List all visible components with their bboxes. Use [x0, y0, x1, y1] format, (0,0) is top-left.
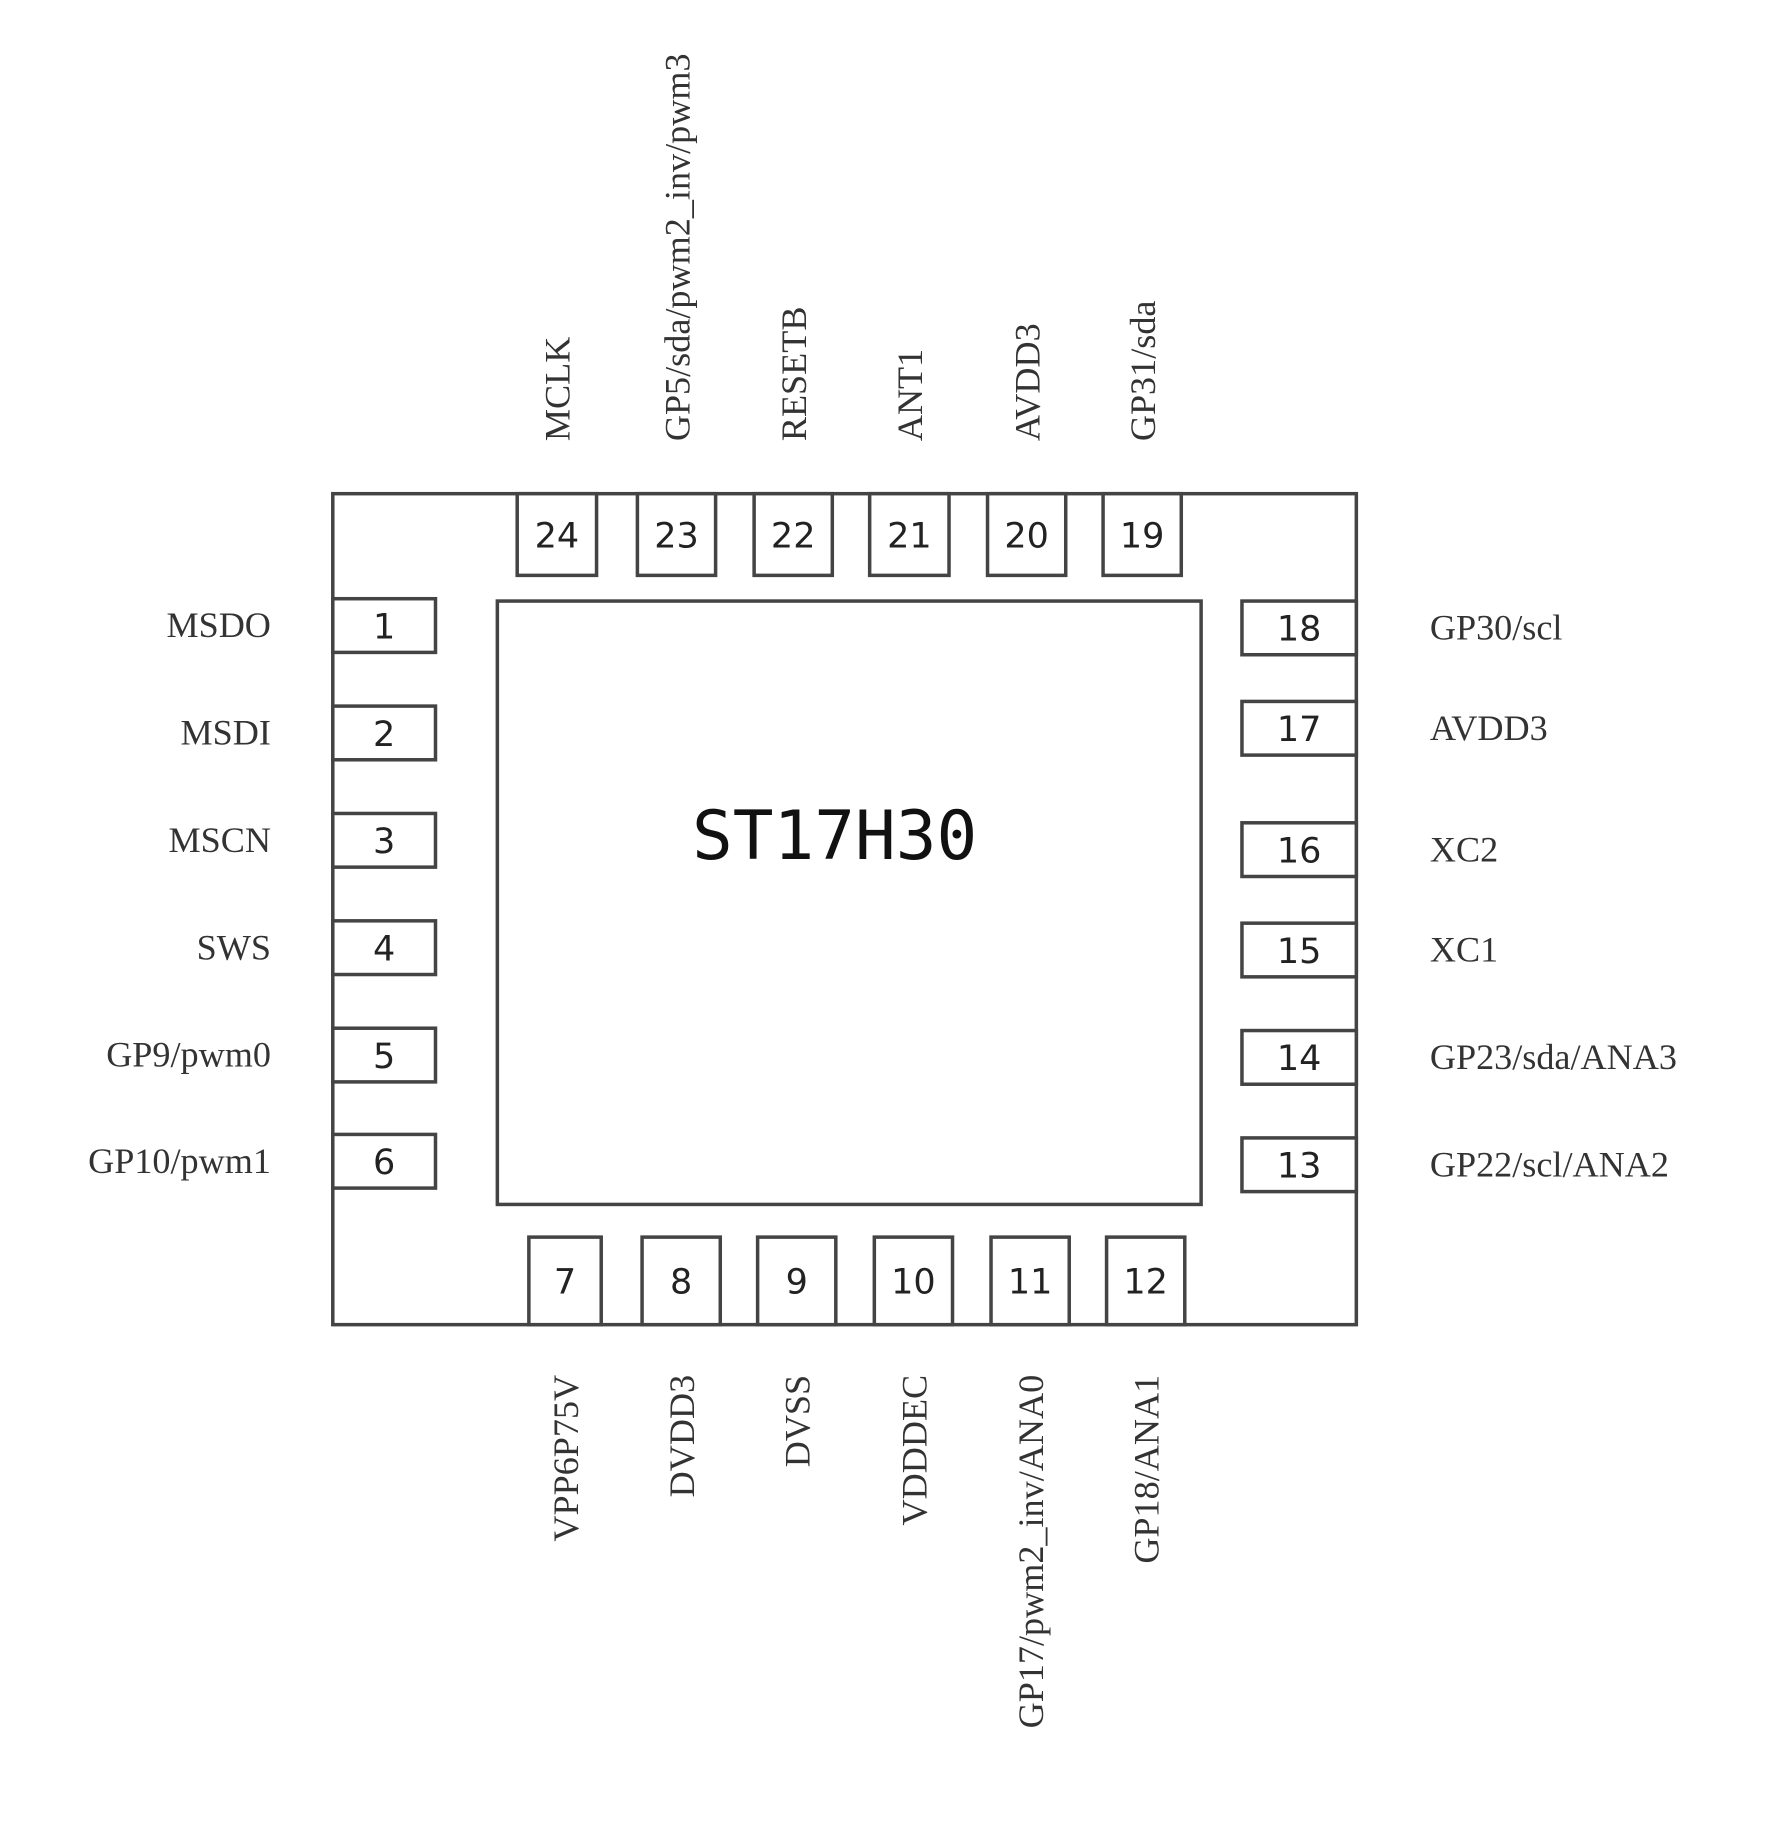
pin-10-label: VDDDEC — [894, 1375, 934, 1526]
pin-18-pad — [1240, 599, 1359, 657]
pin-5-number: 5 — [373, 1037, 395, 1077]
pin-11-label: GP17/pwm2_inv/ANA0 — [1011, 1375, 1051, 1729]
pin-6-label: GP10/pwm1 — [88, 1141, 271, 1181]
pin-16-pad — [1240, 821, 1359, 879]
pin-14-pad — [1240, 1028, 1359, 1086]
pin-23-number: 23 — [654, 516, 699, 556]
pin-14-number: 14 — [1277, 1039, 1322, 1079]
pin-22-pad — [752, 491, 835, 578]
pin-24-number: 24 — [535, 516, 580, 556]
pin-24-label: MCLK — [538, 337, 578, 441]
pin-1-number: 1 — [373, 607, 395, 647]
pin-7-label: VPP6P75V — [546, 1375, 586, 1542]
pin-21-pad — [867, 491, 951, 578]
pin-9-number: 9 — [786, 1263, 808, 1303]
pin-4-number: 4 — [373, 930, 395, 970]
pin-5-label: GP9/pwm0 — [106, 1035, 271, 1075]
pin-15-label: XC1 — [1430, 930, 1498, 970]
pin-5-pad — [331, 1026, 438, 1084]
pin-2-pad — [331, 704, 438, 762]
pin-17-pad — [1240, 699, 1359, 757]
pin-21-label: ANT1 — [890, 349, 930, 441]
pin-15-pad — [1240, 921, 1359, 979]
pin-4-label: SWS — [197, 927, 271, 967]
pin-18-label: GP30/scl — [1430, 608, 1563, 648]
pin-16-number: 16 — [1277, 831, 1322, 871]
pin-20-number: 20 — [1004, 516, 1049, 556]
pin-18-number: 18 — [1277, 610, 1322, 650]
pin-19-label: GP31/sda — [1123, 301, 1163, 442]
pins-group: 1 MSDO 2 MSDI 3 MSCN 4 SWS 5 GP9/pwm0 6 GP10/pwm1 7V… — [88, 53, 1677, 1728]
pin-23-label: GP5/sda/pwm2_inv/pwm3 — [657, 53, 697, 441]
pin-4-pad — [331, 919, 438, 977]
pin-13-pad — [1240, 1136, 1359, 1194]
pin-22-label: RESETB — [774, 307, 814, 442]
pin-11-number: 11 — [1008, 1263, 1053, 1303]
pin-8-label: DVDD3 — [662, 1375, 702, 1498]
pin-13-label: GP22/scl/ANA2 — [1430, 1144, 1669, 1184]
pin-2-label: MSDI — [181, 713, 271, 753]
pin-19-pad — [1101, 491, 1184, 578]
pin-20-pad — [985, 491, 1068, 578]
pin-14-label: GP23/sda/ANA3 — [1430, 1037, 1677, 1077]
pin-10-pad — [872, 1235, 955, 1327]
pin-7-pad — [527, 1235, 603, 1327]
pin-11-pad — [989, 1235, 1071, 1327]
pin-12-label: GP18/ANA1 — [1127, 1375, 1167, 1564]
pin-6-pad — [331, 1132, 438, 1190]
pin-23-pad — [635, 491, 718, 578]
pin-20-label: AVDD3 — [1007, 323, 1047, 441]
pin-7-number: 7 — [554, 1263, 576, 1303]
pin-16-label: XC2 — [1430, 829, 1498, 869]
pin-22-number: 22 — [771, 516, 816, 556]
exposed-pad — [495, 599, 1203, 1207]
pin-15-number: 15 — [1277, 932, 1322, 972]
pin-3-label: MSCN — [168, 820, 270, 860]
pin-24-pad — [515, 491, 599, 578]
pin-19-number: 19 — [1120, 516, 1165, 556]
pin-13-number: 13 — [1277, 1147, 1322, 1187]
pin-3-pad — [331, 811, 438, 869]
pin-12-pad — [1104, 1235, 1187, 1327]
pin-1-label: MSDO — [166, 605, 270, 645]
pin-8-pad — [640, 1235, 723, 1327]
pin-8-number: 8 — [670, 1263, 692, 1303]
pin-12-number: 12 — [1123, 1263, 1168, 1303]
chip-name: ST17H30 — [692, 796, 977, 875]
pin-17-label: AVDD3 — [1430, 708, 1548, 748]
pin-3-number: 3 — [373, 822, 395, 862]
pin-9-label: DVSS — [778, 1375, 818, 1467]
pin-6-number: 6 — [373, 1143, 395, 1183]
pin-2-number: 2 — [373, 715, 395, 755]
pin-9-pad — [755, 1235, 838, 1327]
pin-1-pad — [331, 596, 438, 655]
pin-21-number: 21 — [887, 516, 932, 556]
pin-17-number: 17 — [1277, 710, 1322, 750]
pin-10-number: 10 — [891, 1263, 936, 1303]
